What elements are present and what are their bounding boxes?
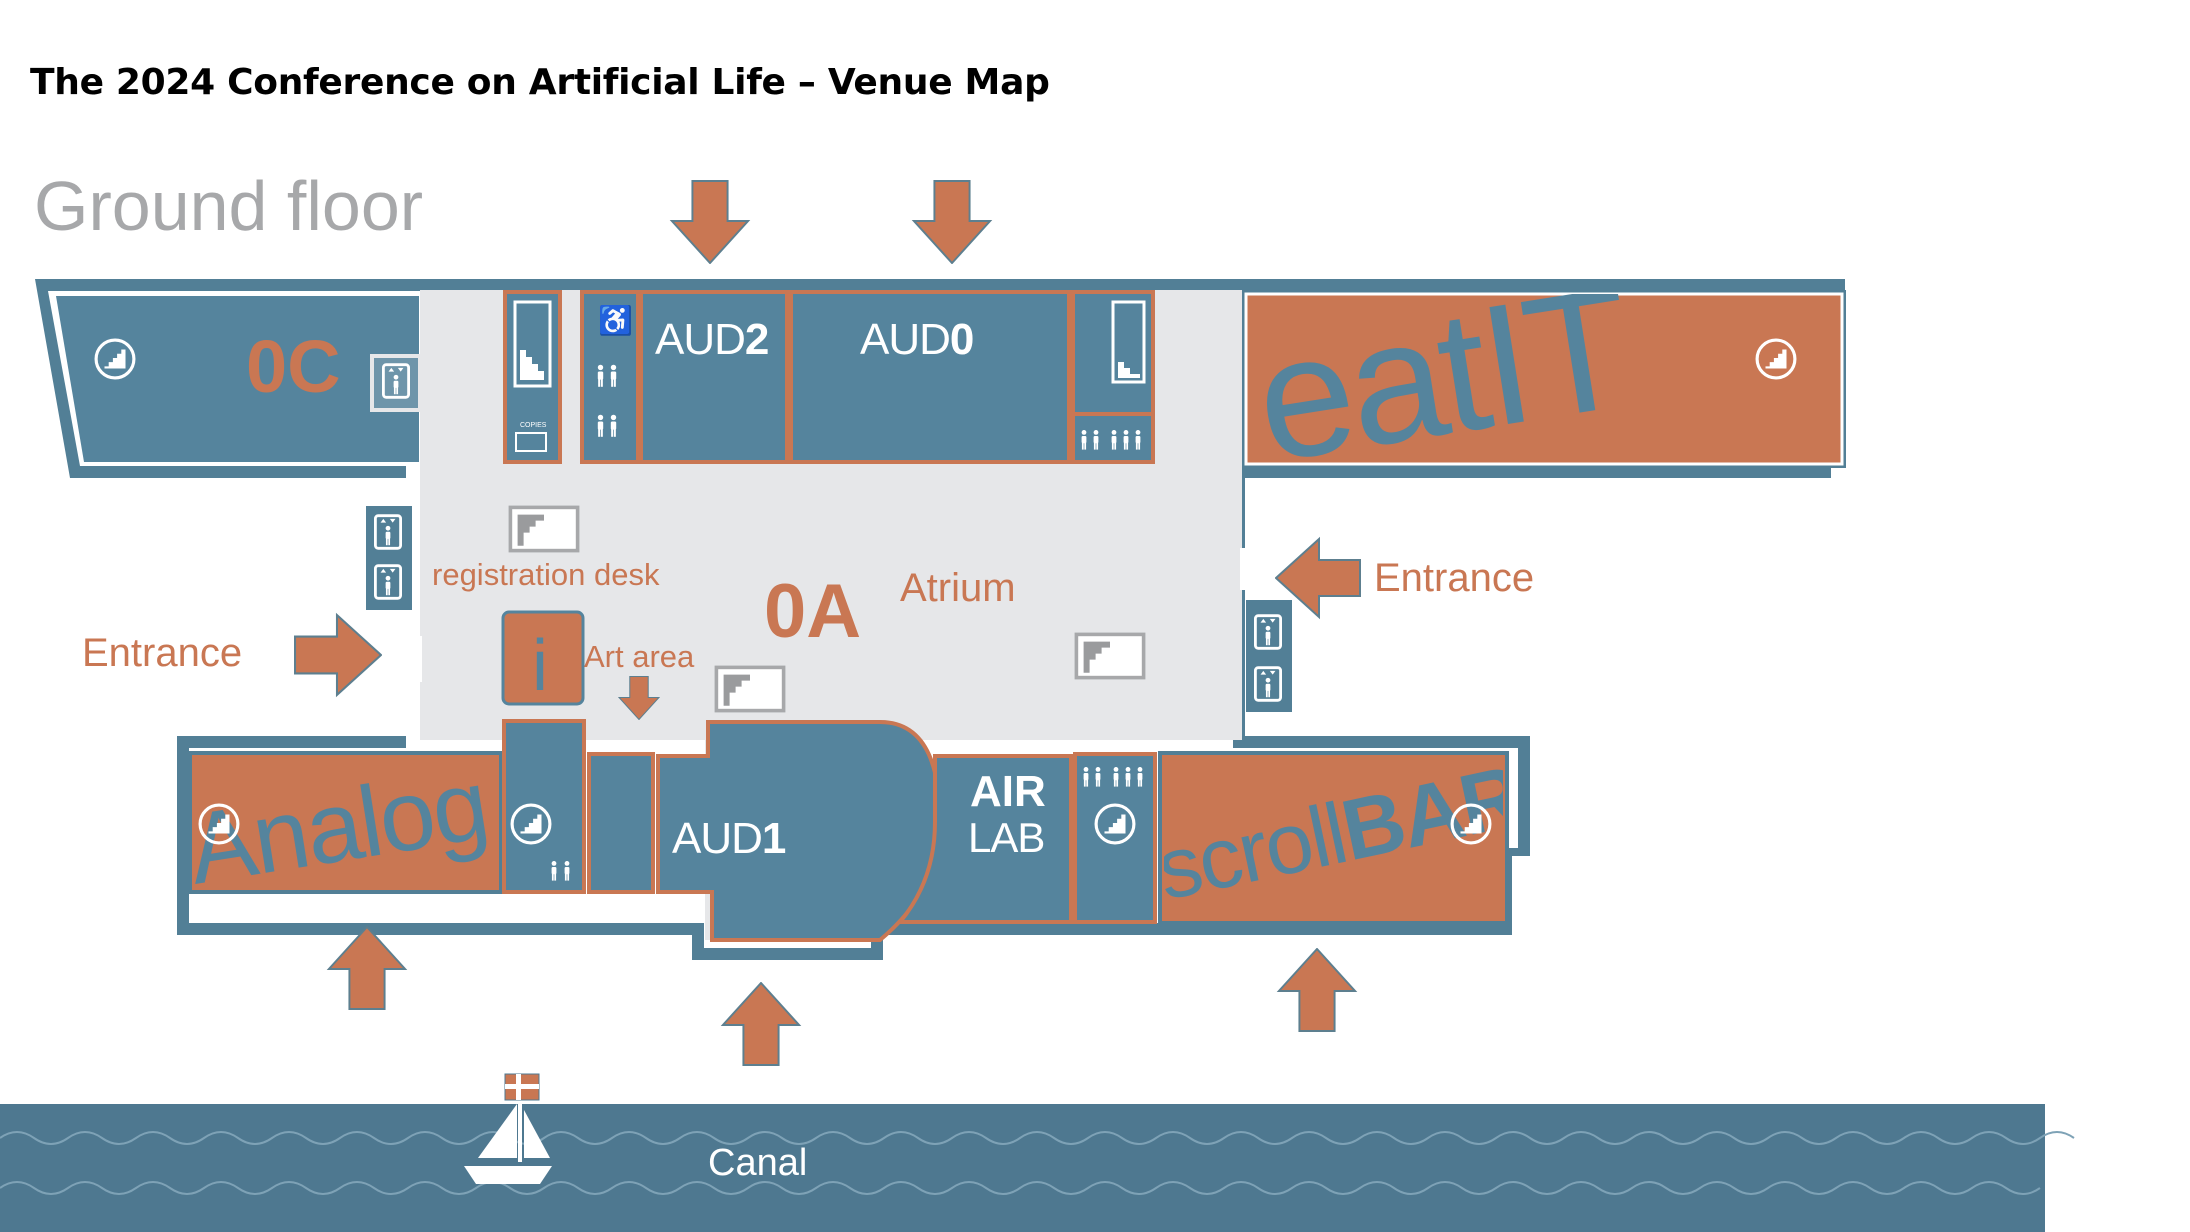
lab-label: LAB	[968, 814, 1044, 861]
stair-toilet-block-bottom	[502, 719, 586, 894]
art-area-label: Art area	[584, 639, 695, 674]
entrance-arrow-icon	[721, 982, 801, 1066]
info-desk[interactable]: i	[501, 610, 585, 706]
stair-copy-block: COPIES	[503, 290, 562, 464]
room-0c[interactable]: 0C	[56, 296, 422, 462]
stairs-atrium-3	[1076, 634, 1143, 677]
aud2-label: AUD2	[655, 315, 768, 364]
room-aud1[interactable]: AUD1	[656, 720, 943, 942]
info-icon: i	[532, 626, 548, 706]
room-aud2[interactable]: AUD2	[639, 290, 789, 464]
stairs-atrium-1	[510, 507, 577, 550]
copies-label: COPIES	[520, 422, 547, 429]
accessible-toilet-block: ♿	[580, 290, 640, 464]
atrium-label: Atrium	[900, 566, 1016, 610]
stairs-atrium-2	[716, 667, 783, 710]
wheelchair-icon: ♿	[598, 304, 633, 337]
room-0c-label: 0C	[246, 325, 341, 408]
registration-desk-label: registration desk	[432, 557, 660, 592]
entrance-arrow-icon	[1277, 948, 1357, 1032]
map-title: The 2024 Conference on Artificial Life –…	[30, 62, 1050, 103]
canal: Canal	[0, 1104, 2075, 1232]
room-air-lab[interactable]: AIR LAB	[895, 754, 1073, 924]
art-room	[587, 752, 655, 894]
elevators-right	[1246, 600, 1292, 712]
danish-flag-icon	[504, 1073, 540, 1101]
room-analog[interactable]: Analog	[181, 748, 503, 905]
floor-label: Ground floor	[34, 167, 423, 245]
copier-icon	[515, 432, 547, 452]
room-scrollbar[interactable]: scrollBAR	[1149, 748, 1531, 925]
entrance-right-label: Entrance	[1374, 556, 1534, 600]
room-aud0[interactable]: AUD0	[789, 290, 1071, 464]
room-eatit[interactable]: eatIT	[1242, 251, 1846, 499]
stairs-icon	[1118, 362, 1140, 378]
entrance-arrow-icon	[327, 926, 407, 1010]
entrance-arrow-icon	[670, 180, 750, 264]
entrance-arrow-icon	[294, 614, 382, 696]
entrance-arrow-icon	[912, 180, 992, 264]
air-label: AIR	[970, 767, 1046, 816]
canal-label: Canal	[708, 1142, 807, 1184]
stairs-icon	[520, 350, 544, 380]
elevators-left	[366, 506, 412, 610]
aud0-label: AUD0	[860, 315, 973, 364]
aud1-label: AUD1	[672, 814, 786, 863]
eatit-label: eatIT	[1244, 251, 1642, 499]
stair-toilet-block-top	[1071, 290, 1155, 464]
stair-toilet-block-bar	[1073, 752, 1157, 924]
entrance-left-label: Entrance	[82, 631, 242, 675]
room-0a-label: 0A	[764, 569, 861, 654]
